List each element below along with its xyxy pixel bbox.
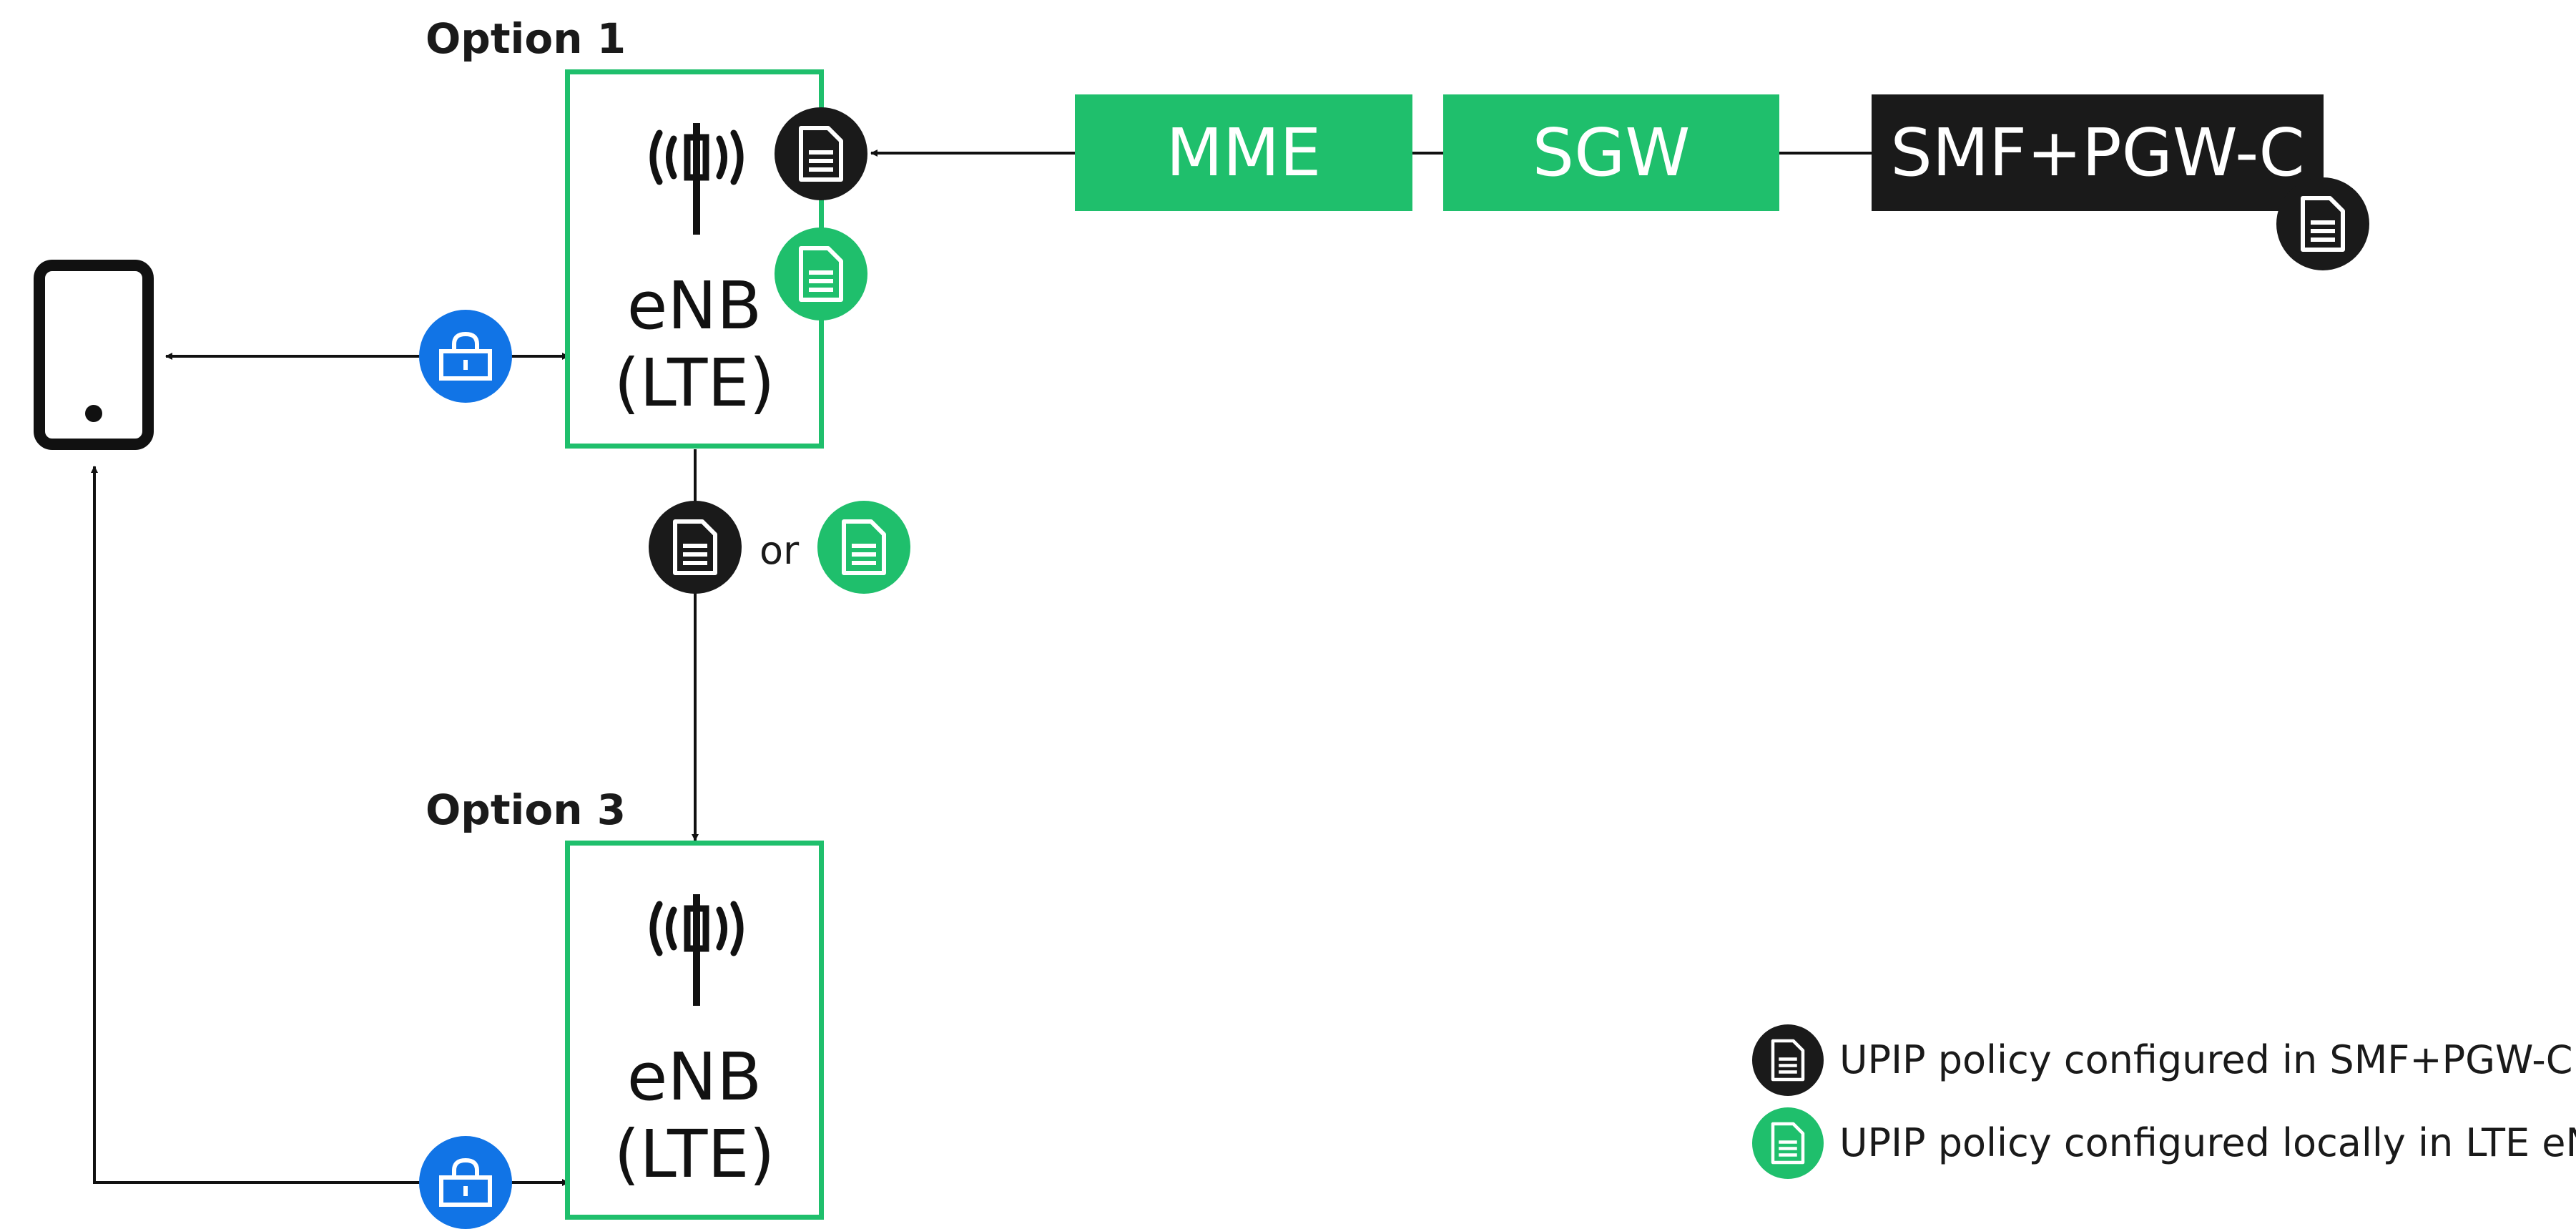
legend-green-label: UPIP policy configured locally in LTE eN…	[1839, 1120, 2576, 1165]
mme-node: MME	[1075, 94, 1412, 211]
antenna-icon	[649, 123, 744, 235]
legend-black-label: UPIP policy configured in SMF+PGW-C	[1839, 1037, 2573, 1082]
or-label: or	[759, 528, 800, 573]
document-icon	[649, 501, 742, 594]
enb-type: (LTE)	[614, 345, 775, 421]
lock-icon	[419, 1136, 512, 1229]
sgw-node: SGW	[1443, 94, 1779, 211]
document-icon	[1752, 1107, 1824, 1179]
document-icon	[817, 501, 910, 594]
option-1-label: Option 1	[426, 14, 626, 63]
enb-option-3: eNB (LTE)	[565, 841, 824, 1220]
document-icon	[775, 227, 867, 320]
phone-enb3-link	[91, 466, 569, 1186]
enb-type: (LTE)	[614, 1116, 775, 1193]
smartphone-icon	[34, 260, 154, 450]
antenna-icon	[649, 894, 744, 1006]
document-icon	[775, 107, 867, 200]
document-icon	[2276, 177, 2369, 270]
option-3-label: Option 3	[426, 785, 626, 834]
smf-pgw-c-node: SMF+PGW-C	[1872, 94, 2324, 211]
lock-icon	[419, 310, 512, 403]
enb-name: eNB	[626, 268, 762, 344]
document-icon	[1752, 1024, 1824, 1096]
enb-name: eNB	[626, 1039, 762, 1115]
